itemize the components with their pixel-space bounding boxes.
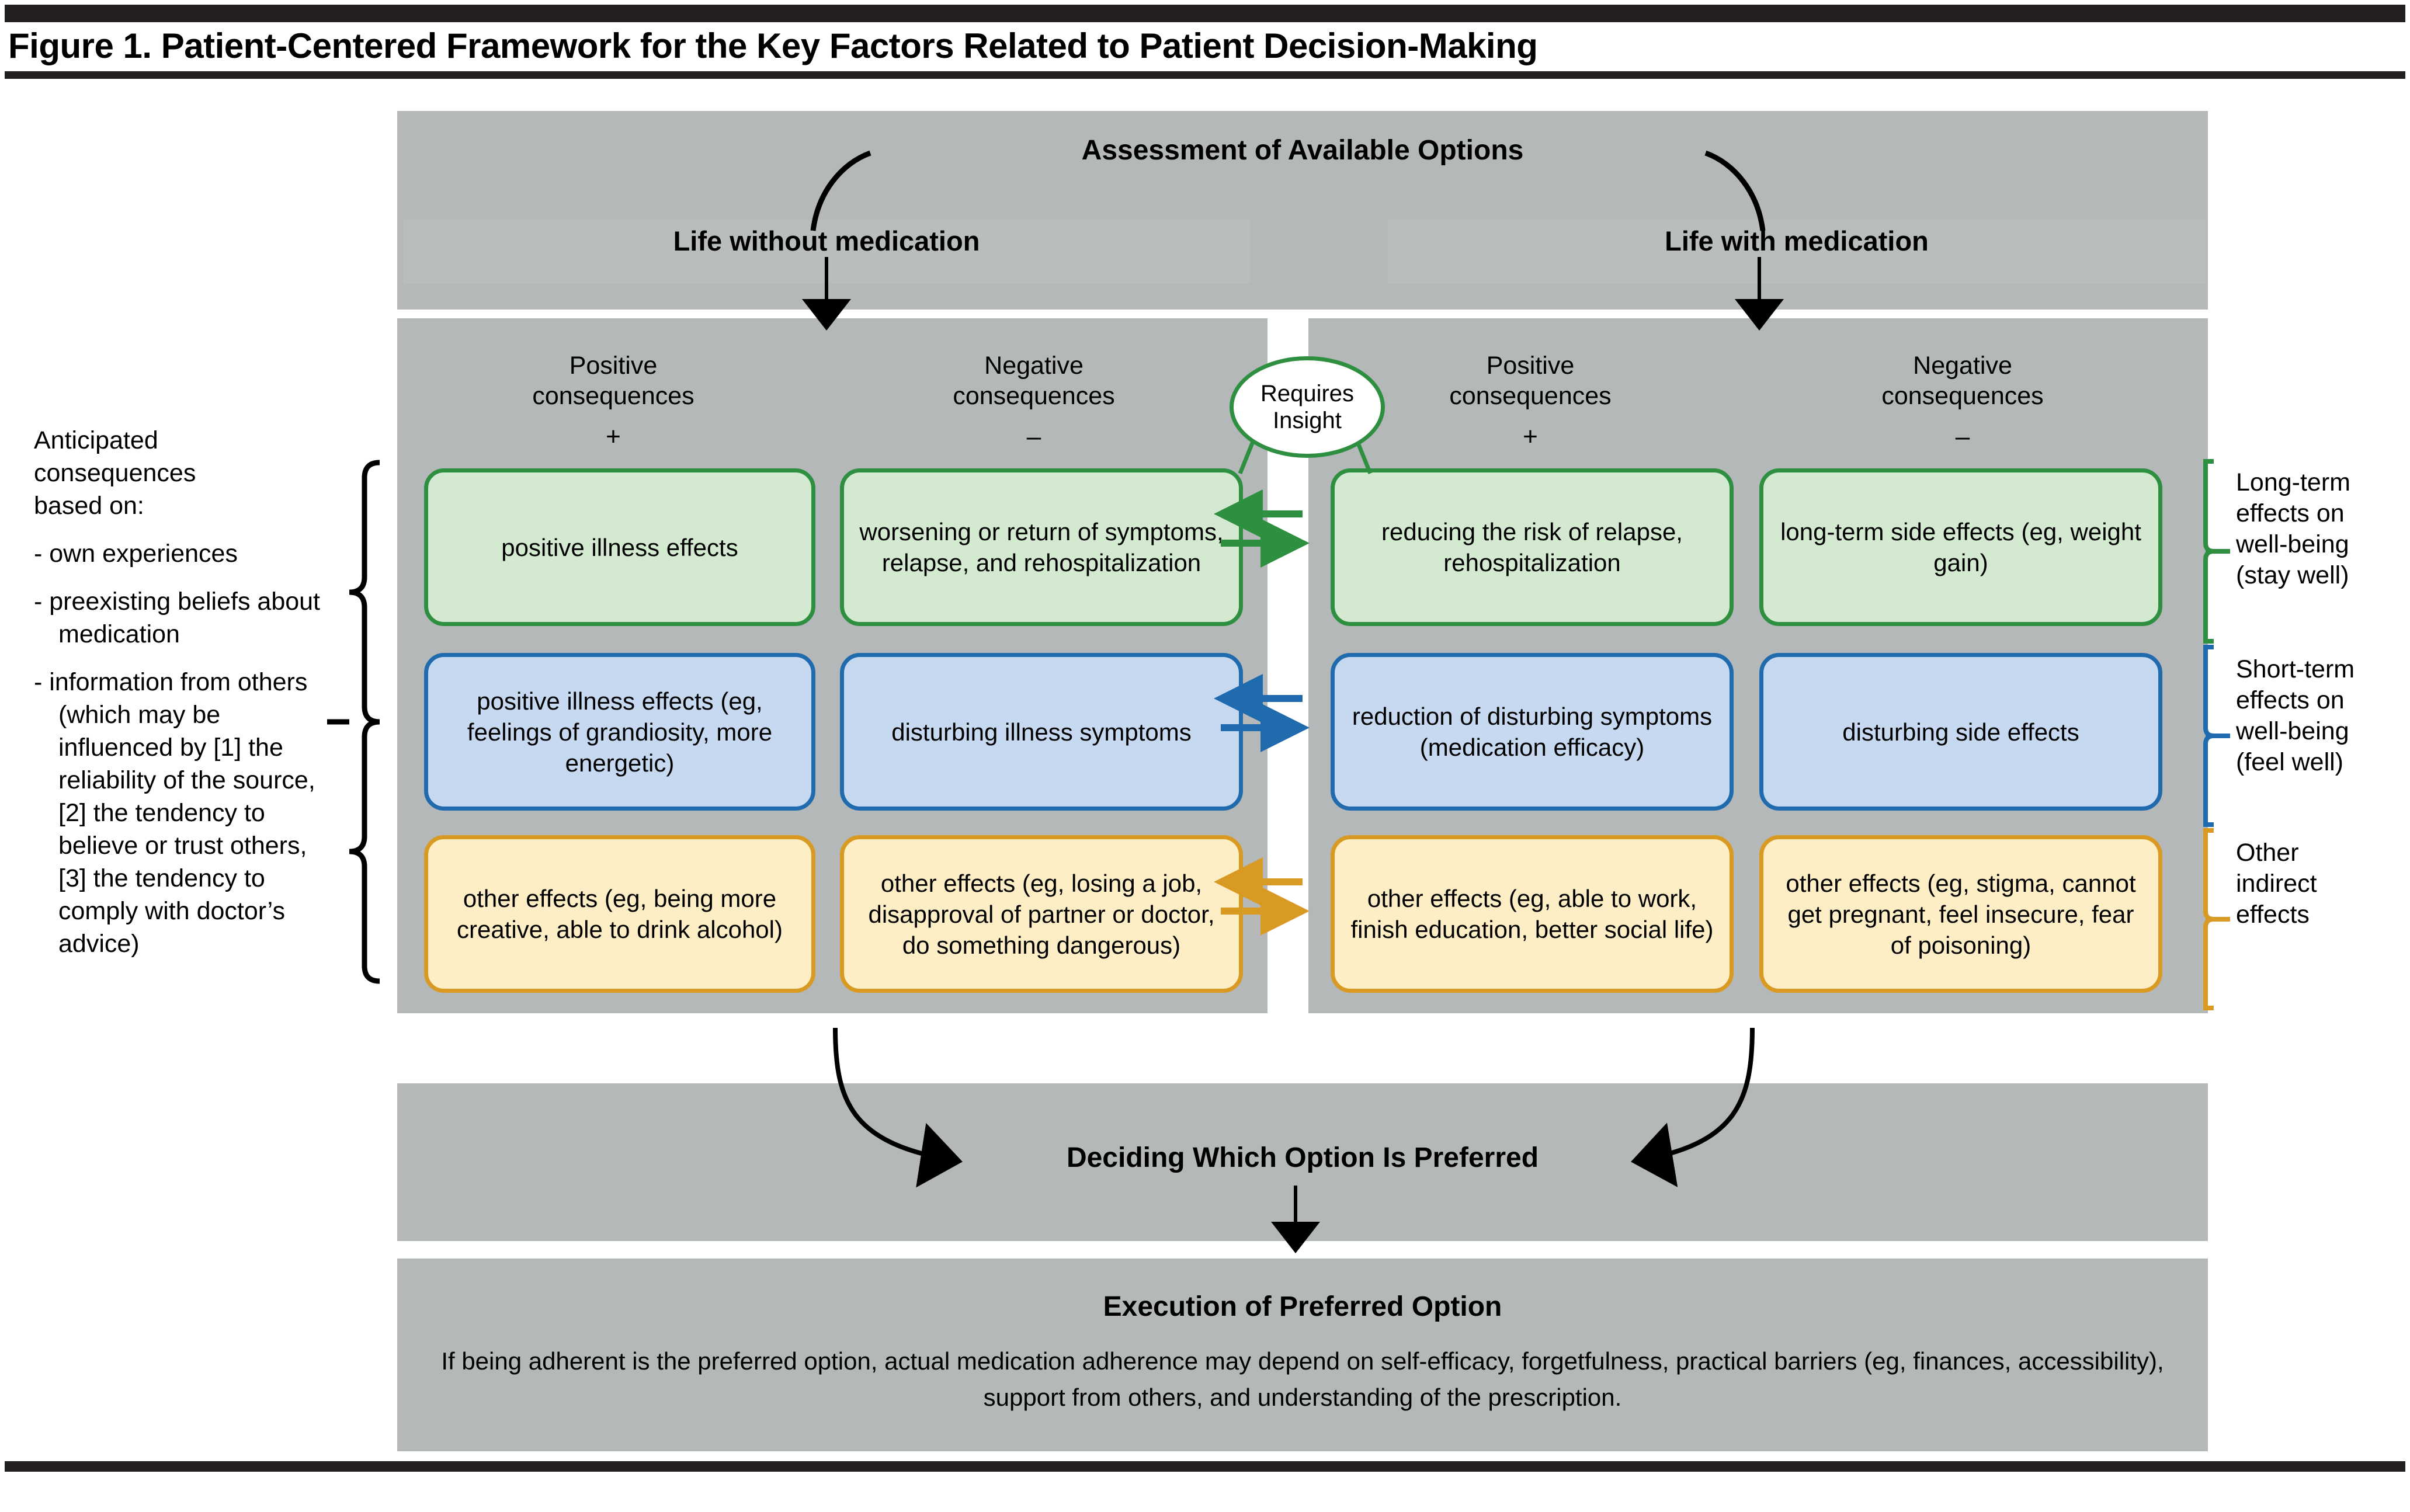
column-header-line1: Negative — [1913, 352, 2012, 380]
column-header-line1: Positive — [1486, 352, 1575, 380]
left-note: Anticipated consequences based on: - own… — [34, 424, 326, 975]
left-brace-upper — [349, 460, 380, 725]
legend-long-term-line3: well-being — [2236, 530, 2349, 558]
legend-short-term: Short-term effects on well-being (feel w… — [2236, 654, 2410, 778]
cell-other-left-positive: other effects (eg, being more creative, … — [424, 835, 815, 993]
decision-band — [397, 1083, 2208, 1241]
column-header-line2: consequences — [532, 382, 694, 410]
left-note-bullet-3: - information from others (which may be … — [34, 668, 315, 958]
deciding-heading: Deciding Which Option Is Preferred — [1066, 1142, 1539, 1173]
cell-long-term-left-negative: worsening or return of symptoms, relapse… — [840, 468, 1243, 626]
left-note-heading-line2: consequences — [34, 459, 196, 487]
column-header-left-negative: Negative consequences – — [829, 350, 1238, 452]
left-note-bullet-2: - preexisting beliefs about medication — [34, 588, 321, 648]
column-header-line2: consequences — [1449, 382, 1612, 410]
legend-long-term-line4: (stay well) — [2236, 561, 2349, 589]
cell-short-term-right-positive: reduction of disturbing symptoms (medica… — [1331, 653, 1734, 811]
execution-heading: Execution of Preferred Option — [1103, 1291, 1502, 1322]
legend-long-term: Long-term effects on well-being (stay we… — [2236, 467, 2410, 591]
column-header-right-negative: Negative consequences – — [1752, 350, 2173, 452]
left-brace-lower — [349, 719, 380, 984]
top-rule-thick — [5, 5, 2405, 22]
insight-line2: Insight — [1273, 408, 1342, 433]
cell-other-right-negative: other effects (eg, stigma, cannot get pr… — [1759, 835, 2162, 993]
left-note-heading-line1: Anticipated — [34, 426, 158, 454]
cell-short-term-left-positive: positive illness effects (eg, feelings o… — [424, 653, 815, 811]
figure-title: Figure 1. Patient-Centered Framework for… — [8, 26, 1538, 65]
legend-other-indirect: Other indirect effects — [2236, 837, 2410, 930]
cell-long-term-left-positive: positive illness effects — [424, 468, 815, 626]
legend-short-term-line1: Short-term — [2236, 655, 2355, 683]
column-header-left-positive: Positive consequences + — [409, 350, 818, 452]
legend-other-line2: indirect — [2236, 870, 2317, 898]
cell-other-right-positive: other effects (eg, able to work, finish … — [1331, 835, 1734, 993]
bottom-rule — [5, 1461, 2405, 1472]
column-header-line2: consequences — [953, 382, 1115, 410]
legend-short-term-line4: (feel well) — [2236, 748, 2343, 776]
cell-short-term-right-negative: disturbing side effects — [1759, 653, 2162, 811]
column-header-sign: – — [1026, 422, 1041, 451]
legend-long-term-line2: effects on — [2236, 499, 2345, 527]
column-header-right-positive: Positive consequences + — [1326, 350, 1735, 452]
execution-band — [397, 1259, 2208, 1451]
legend-other-line1: Other — [2236, 839, 2299, 867]
life-with-medication-heading: Life with medication — [1665, 225, 1929, 256]
column-header-sign: + — [1523, 422, 1538, 451]
cell-other-left-negative: other effects (eg, losing a job, disappr… — [840, 835, 1243, 993]
life-without-medication-heading: Life without medication — [673, 225, 980, 256]
column-header-line2: consequences — [1881, 382, 2044, 410]
cell-long-term-right-positive: reducing the risk of relapse, rehospital… — [1331, 468, 1734, 626]
left-note-heading: Anticipated consequences based on: — [34, 424, 326, 522]
left-note-bullet-1: - own experiences — [34, 540, 238, 568]
column-header-line1: Negative — [984, 352, 1084, 380]
life-with-subband — [1388, 220, 2206, 284]
title-underline-rule — [5, 71, 2405, 79]
assessment-heading: Assessment of Available Options — [1081, 135, 1524, 166]
legend-long-term-line1: Long-term — [2236, 468, 2350, 496]
legend-other-line3: effects — [2236, 901, 2310, 929]
column-header-line1: Positive — [569, 352, 658, 380]
legend-short-term-line3: well-being — [2236, 717, 2349, 745]
legend-short-term-line2: effects on — [2236, 686, 2345, 714]
cell-short-term-left-negative: disturbing illness symptoms — [840, 653, 1243, 811]
insight-line1: Requires — [1260, 381, 1355, 406]
execution-body-text: If being adherent is the preferred optio… — [441, 1347, 2164, 1411]
cell-long-term-right-negative: long-term side effects (eg, weight gain) — [1759, 468, 2162, 626]
column-header-sign: – — [1955, 422, 1970, 451]
column-header-sign: + — [606, 422, 621, 451]
left-note-heading-line3: based on: — [34, 492, 144, 520]
requires-insight-badge: Requires Insight — [1230, 356, 1385, 458]
